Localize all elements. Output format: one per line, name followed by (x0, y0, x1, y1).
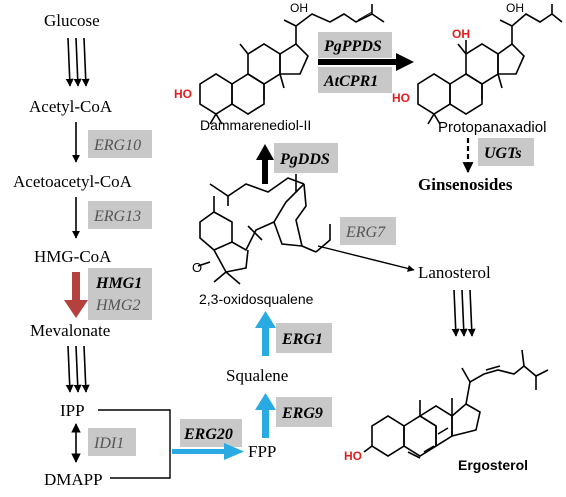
metabolite-dammarenediol: Dammarenediol-II (200, 117, 311, 133)
metabolite-squalene: Squalene (226, 366, 288, 385)
enzyme-erg7: ERG7 (345, 224, 386, 241)
metabolite-hmg-coa: HMG-CoA (34, 247, 112, 266)
protopanaxadiol-structure (417, 4, 563, 125)
enzyme-box-erg1 (276, 323, 332, 353)
enzyme-atcpr1: AtCPR1 (323, 73, 378, 90)
enzyme-erg20: ERG20 (183, 426, 233, 443)
enzyme-erg9: ERG9 (281, 405, 323, 422)
metabolite-mevalonate: Mevalonate (30, 321, 110, 340)
atom-oh-dammarenediol: OH (290, 1, 308, 15)
metabolite-ipp: IPP (60, 401, 85, 420)
arrow-to-lanosterol (317, 245, 415, 272)
dammarenediol-structure (199, 4, 385, 125)
atom-oh-c20: OH (506, 1, 524, 15)
enzyme-idi1: IDI1 (93, 435, 124, 452)
enzyme-box-pgppds (318, 32, 392, 58)
enzyme-box-erg13 (88, 201, 152, 229)
enzyme-ugts: UGTs (484, 145, 522, 162)
metabolite-protopanaxadiol: Protopanaxadiol (438, 119, 546, 136)
black-arrow-to-protopanaxadiol (318, 53, 414, 71)
enzyme-box-erg7 (340, 217, 396, 245)
red-arrow-hmg-to-mevalonate (64, 272, 88, 318)
enzyme-box-erg10 (88, 130, 152, 158)
product-ginsenosides: Ginsenosides (418, 175, 513, 194)
atom-oh-c12: OH (452, 27, 470, 41)
enzyme-box-hmg (88, 268, 152, 320)
atom-ho-dammarenediol: HO (174, 87, 192, 101)
enzyme-box-ugts (478, 138, 534, 166)
ergosterol-structure (363, 349, 549, 459)
metabolite-acetoacetyl-coa: Acetoacetyl-CoA (13, 172, 133, 191)
triple-arrow-glucose (65, 37, 90, 87)
enzyme-hmg2: HMG2 (95, 297, 140, 314)
atom-ho-protopanaxadiol: HO (392, 91, 410, 105)
metabolite-oxidosqualene: 2,3-oxidosqualene (199, 291, 314, 307)
enzyme-box-erg9 (276, 397, 332, 427)
metabolite-dmapp: DMAPP (44, 470, 103, 489)
enzyme-erg13: ERG13 (93, 208, 141, 225)
triple-arrow-lanosterol (451, 289, 476, 337)
metabolite-lanosterol: Lanosterol (418, 263, 491, 282)
black-arrow-to-dammarenediol (256, 144, 274, 184)
atom-o-epoxide: O (192, 260, 202, 275)
metabolite-acetyl-coa: Acetyl-CoA (29, 97, 113, 116)
enzyme-box-idi1 (88, 428, 136, 456)
bracket-ipp-dmapp (98, 409, 171, 479)
triple-arrow-mevalonate (65, 345, 90, 393)
metabolite-ergosterol: Ergosterol (458, 457, 528, 473)
enzyme-pgppds: PgPPDS (323, 38, 382, 55)
blue-arrow-to-fpp (172, 443, 244, 460)
enzyme-box-atcpr1 (318, 67, 392, 93)
enzyme-erg10: ERG10 (93, 137, 141, 154)
metabolite-fpp: FPP (248, 442, 276, 461)
enzyme-pgdds: PgDDS (279, 151, 330, 168)
enzyme-box-pgdds (274, 143, 338, 173)
enzyme-box-erg20 (180, 419, 242, 447)
blue-arrow-fpp-to-squalene (255, 393, 276, 438)
metabolite-glucose: Glucose (44, 11, 100, 30)
enzyme-hmg1: HMG1 (95, 275, 142, 292)
enzyme-erg1: ERG1 (281, 331, 323, 348)
atom-ho-ergosterol: HO (344, 449, 362, 463)
oxidosqualene-structure (197, 174, 331, 285)
blue-arrow-squalene-to-oxidosqualene (255, 311, 276, 356)
